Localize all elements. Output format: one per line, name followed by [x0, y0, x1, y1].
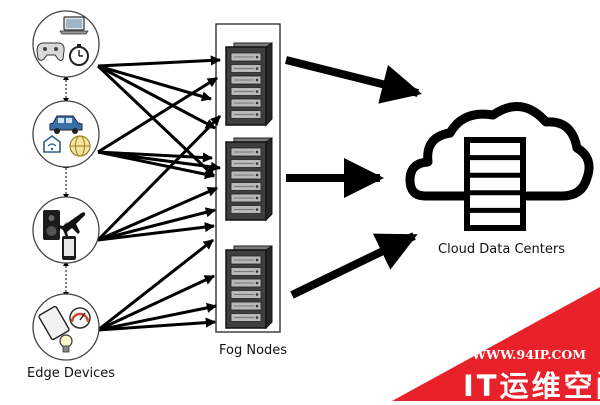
edge-to-fog-arrow	[97, 317, 217, 332]
stopwatch-icon	[69, 44, 89, 66]
edge-to-fog-arrow	[97, 64, 216, 130]
edge-to-fog-arrow	[97, 274, 215, 332]
lightbulb-icon	[59, 334, 73, 353]
speaker-icon	[43, 210, 60, 240]
edge-devices-label: Edge Devices	[27, 366, 116, 381]
edge-to-fog-arrow	[97, 55, 222, 68]
gamepad-icon	[36, 42, 65, 61]
fog-node-2	[225, 137, 273, 222]
cloud-data-center	[405, 102, 594, 231]
edge-to-fog-arrows	[96, 55, 222, 332]
edge-to-fog-arrow	[97, 76, 218, 154]
fog-node-3	[225, 245, 273, 330]
fog3-to-cloud-arrow	[290, 232, 418, 299]
server-rack-icon	[225, 137, 273, 222]
edge-to-fog-arrow	[97, 150, 215, 180]
smart-home-icon	[43, 135, 61, 153]
edge-device-1	[32, 10, 100, 78]
fog-nodes-label: Fog Nodes	[219, 343, 288, 358]
cloud-data-centers-label: Cloud Data Centers	[438, 242, 565, 257]
edge-device-2	[32, 100, 100, 168]
edge-to-fog-arrow	[97, 207, 216, 242]
edge-to-fog-arrow	[97, 238, 214, 332]
edge-to-fog-arrow	[97, 150, 222, 172]
airplane-icon	[58, 212, 86, 237]
edge-device-3	[32, 196, 100, 264]
edge-to-fog-arrow	[97, 186, 218, 242]
server-rack-icon	[225, 245, 273, 330]
globe-icon	[69, 135, 91, 157]
watermark-url: WWW.94IP.COM	[472, 347, 587, 362]
edge-to-fog-arrow	[97, 302, 217, 332]
watermark-name: IT运维空间	[463, 369, 600, 403]
smartphone-icon	[62, 236, 76, 260]
fog-to-cloud-arrows	[285, 56, 422, 299]
fog1-to-cloud-arrow	[285, 56, 422, 104]
fog-node-1	[225, 42, 273, 127]
tablet-icon	[38, 305, 70, 341]
car-icon	[49, 115, 83, 134]
laptop-icon	[59, 16, 89, 35]
database-icon	[464, 137, 526, 231]
edge-to-fog-arrow	[97, 222, 216, 242]
speedometer-icon	[69, 307, 91, 329]
edge-device-4	[32, 293, 100, 361]
watermark-banner	[392, 287, 600, 401]
server-rack-icon	[225, 42, 273, 127]
edge-to-fog-arrow	[96, 114, 222, 242]
